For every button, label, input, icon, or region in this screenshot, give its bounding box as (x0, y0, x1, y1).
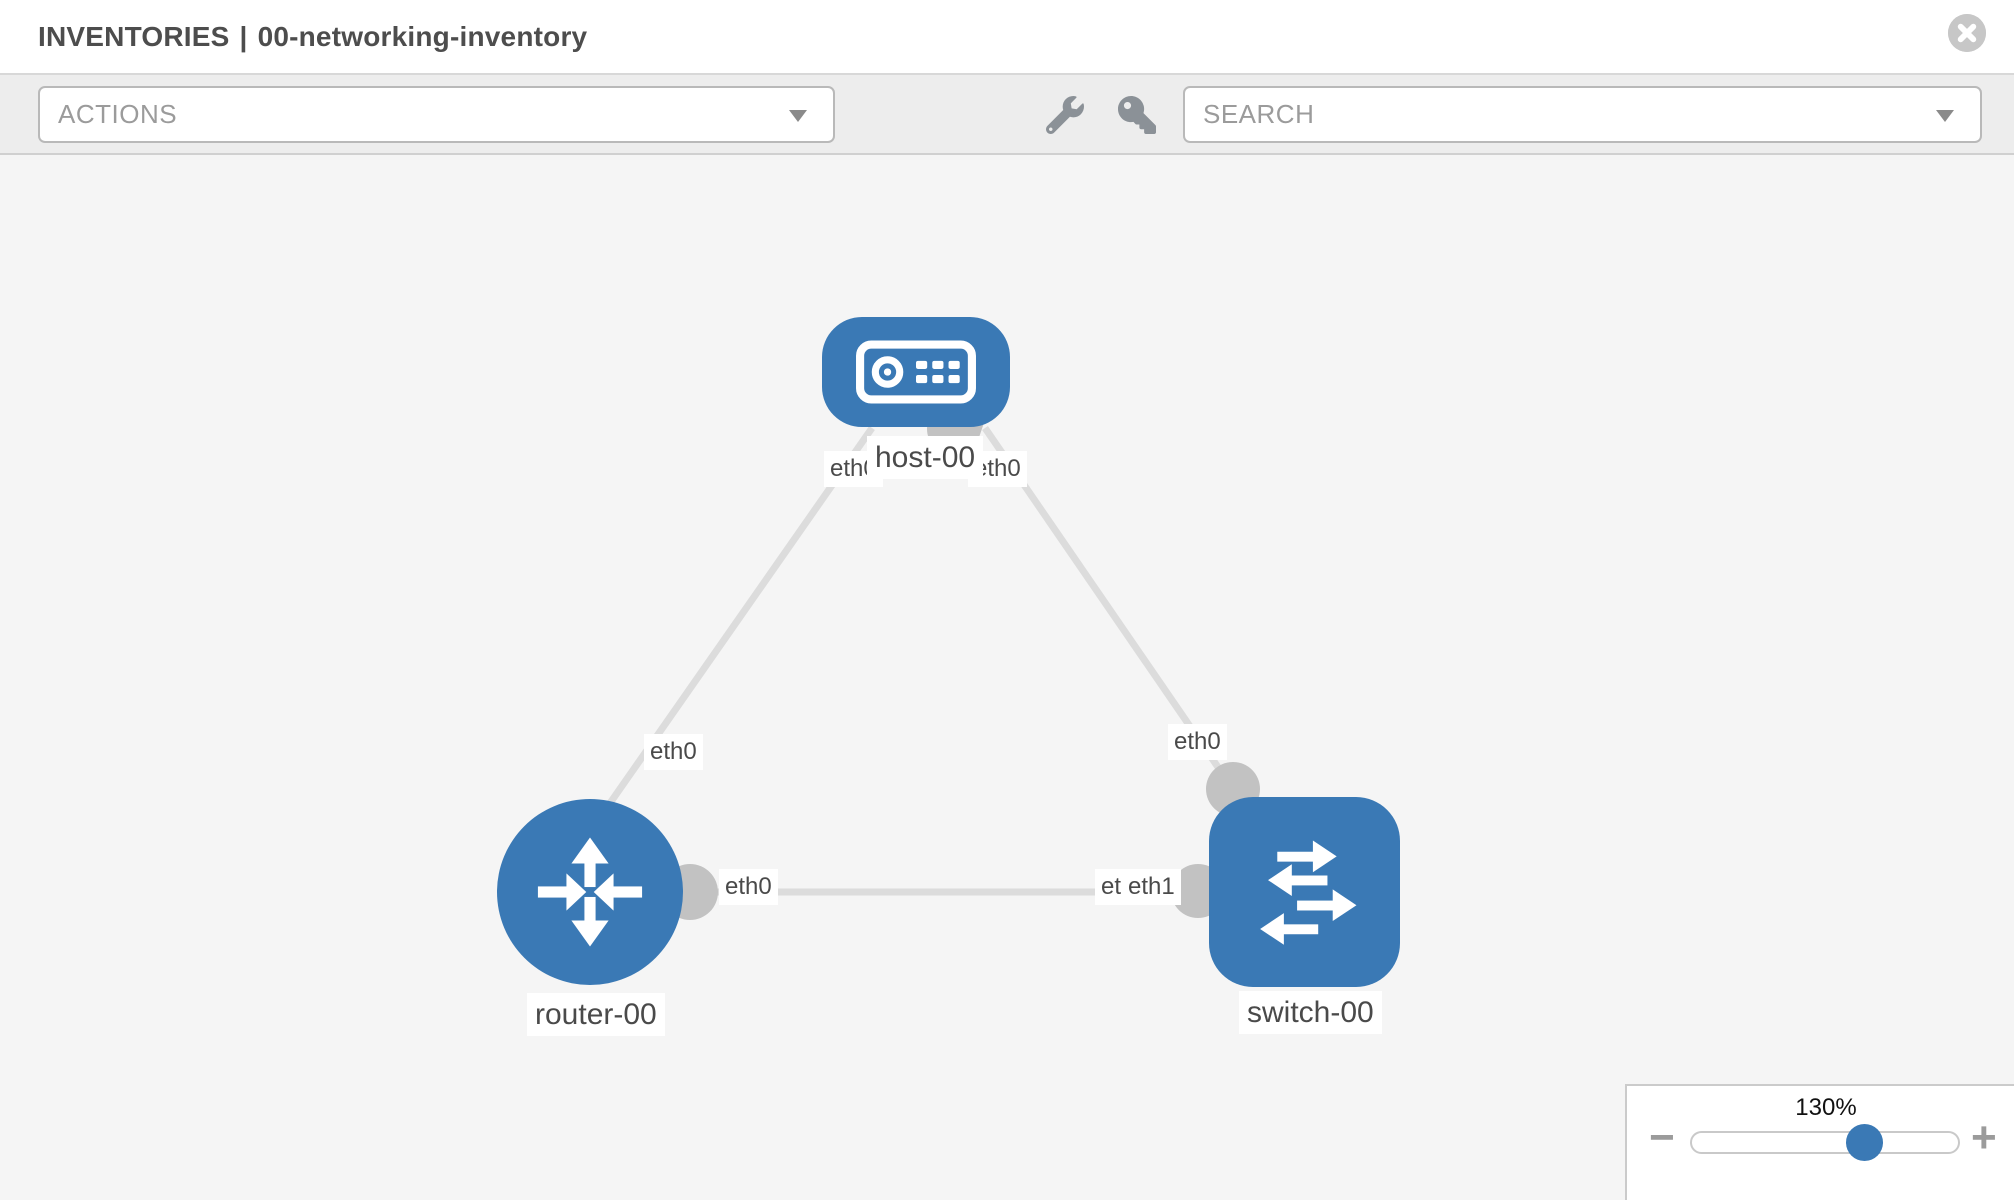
node-label-host: host-00 (867, 436, 984, 479)
minus-icon: − (1649, 1113, 1675, 1162)
node-router[interactable] (497, 799, 683, 985)
iface-label: eth1 (1122, 869, 1181, 905)
zoom-level-value: 130% (1795, 1094, 1857, 1121)
zoom-slider-track[interactable] (1690, 1131, 1960, 1154)
search-select[interactable]: SEARCH (1183, 86, 1982, 143)
link-arrow (956, 420, 985, 449)
iface-label: eth0 (1168, 724, 1227, 760)
chevron-down-icon (1936, 109, 1954, 122)
zoom-out-button[interactable]: − (1649, 1116, 1675, 1160)
actions-select[interactable]: ACTIONS (38, 86, 835, 143)
inventory-name: 00-networking-inventory (257, 20, 588, 52)
page-title: INVENTORIES | 00-networking-inventory (38, 21, 587, 53)
page-header: INVENTORIES | 00-networking-inventory (0, 0, 2014, 75)
switch-arrows-icon (1259, 840, 1356, 945)
node-host[interactable] (822, 317, 1010, 427)
iface-label: eth0 (644, 734, 703, 770)
breadcrumb-separator: | (239, 20, 248, 52)
zoom-control-panel: 130% − + (1625, 1084, 2014, 1200)
chevron-down-icon (789, 109, 807, 122)
node-label-switch: switch-00 (1239, 991, 1382, 1034)
breadcrumb-section: INVENTORIES (38, 20, 230, 52)
search-select-label: SEARCH (1203, 99, 1315, 129)
zoom-in-button[interactable]: + (1971, 1116, 1997, 1160)
toolbar: ACTIONS SEARCH (0, 75, 2014, 155)
wrench-icon (1045, 96, 1084, 135)
close-button[interactable] (1948, 14, 1986, 52)
close-icon (1948, 14, 1986, 52)
server-icon (856, 340, 976, 404)
zoom-slider-handle[interactable] (1846, 1124, 1883, 1161)
node-switch[interactable] (1209, 797, 1400, 987)
iface-label: eth0 (719, 869, 778, 905)
node-label-router: router-00 (527, 993, 665, 1036)
key-icon (1118, 96, 1156, 134)
plus-icon: + (1971, 1113, 1997, 1162)
router-arrows-icon (537, 837, 643, 947)
key-management-button[interactable] (1045, 96, 1084, 135)
actions-select-label: ACTIONS (58, 99, 178, 129)
credentials-button[interactable] (1118, 96, 1156, 134)
